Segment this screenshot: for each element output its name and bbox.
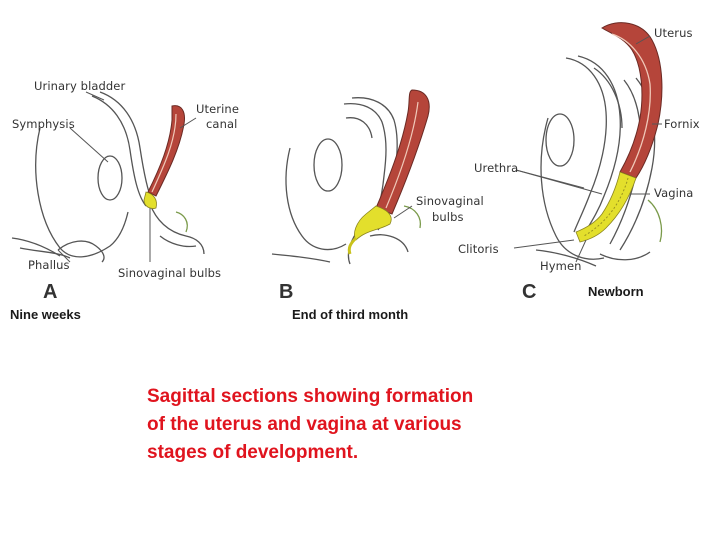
label-phallus: Phallus xyxy=(28,258,70,272)
caption-line-2: of the uterus and vagina at various xyxy=(147,414,462,435)
label-sinovaginal-bulbs-a: Sinovaginal bulbs xyxy=(118,266,222,280)
label-uterine-canal-line1: Uterine xyxy=(196,102,239,116)
stage-caption-nine-weeks: Nine weeks xyxy=(10,307,81,322)
panel-a-uterine-canal xyxy=(147,105,185,197)
panel-letter-c: C xyxy=(522,281,537,303)
label-clitoris: Clitoris xyxy=(458,242,499,256)
stage-caption-end-of-third-month: End of third month xyxy=(292,307,409,322)
panel-a-sinovaginal-bulbs xyxy=(143,191,157,209)
label-fornix: Fornix xyxy=(664,117,700,131)
label-sinovaginal-bulbs-b-line2: bulbs xyxy=(432,210,464,224)
panel-a-drawing xyxy=(11,91,205,263)
panel-a-leader-lines xyxy=(57,91,197,263)
figure-caption: Sagittal sections showing formation of t… xyxy=(147,383,587,467)
label-sinovaginal-bulbs-b-line1: Sinovaginal xyxy=(416,194,484,208)
label-urinary-bladder: Urinary bladder xyxy=(34,79,126,93)
label-hymen: Hymen xyxy=(540,259,582,273)
label-uterus: Uterus xyxy=(654,26,693,40)
panel-b-sinovaginal-bulbs xyxy=(354,205,392,241)
stage-caption-newborn: Newborn xyxy=(588,284,644,299)
panel-c-leader-lines xyxy=(513,35,662,263)
panel-letter-b: B xyxy=(279,281,294,303)
label-vagina: Vagina xyxy=(654,186,694,200)
caption-line-1: Sagittal sections showing formation xyxy=(147,386,474,407)
caption-line-3: stages of development. xyxy=(147,442,359,463)
label-symphysis: Symphysis xyxy=(12,117,75,131)
label-urethra: Urethra xyxy=(474,161,519,175)
panel-letter-a: A xyxy=(43,281,58,303)
symphysis-shape xyxy=(97,155,123,201)
panel-b-leader-lines xyxy=(393,205,413,219)
label-uterine-canal-line2: canal xyxy=(206,117,238,131)
panel-c-vagina xyxy=(575,171,637,243)
